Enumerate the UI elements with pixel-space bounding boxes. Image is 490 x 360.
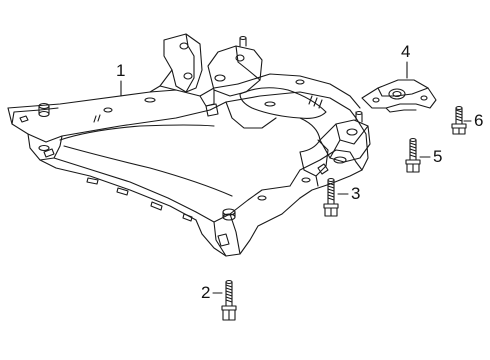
callout-5-bolt: 5 bbox=[433, 147, 443, 166]
callout-6-bolt: 6 bbox=[474, 111, 484, 130]
bolt-part bbox=[451, 105, 467, 135]
callout-4-bracket: 4 bbox=[401, 42, 411, 61]
subframe-part bbox=[7, 33, 371, 257]
leader-lines bbox=[120, 61, 472, 294]
callout-2-bolt: 2 bbox=[201, 283, 211, 302]
bracket-part bbox=[361, 79, 437, 113]
bolt-part bbox=[323, 177, 339, 217]
callout-1-frame: 1 bbox=[116, 61, 126, 80]
bolt-part bbox=[221, 279, 237, 321]
callout-3-bolt: 3 bbox=[351, 184, 361, 203]
bolt-part bbox=[405, 137, 421, 173]
